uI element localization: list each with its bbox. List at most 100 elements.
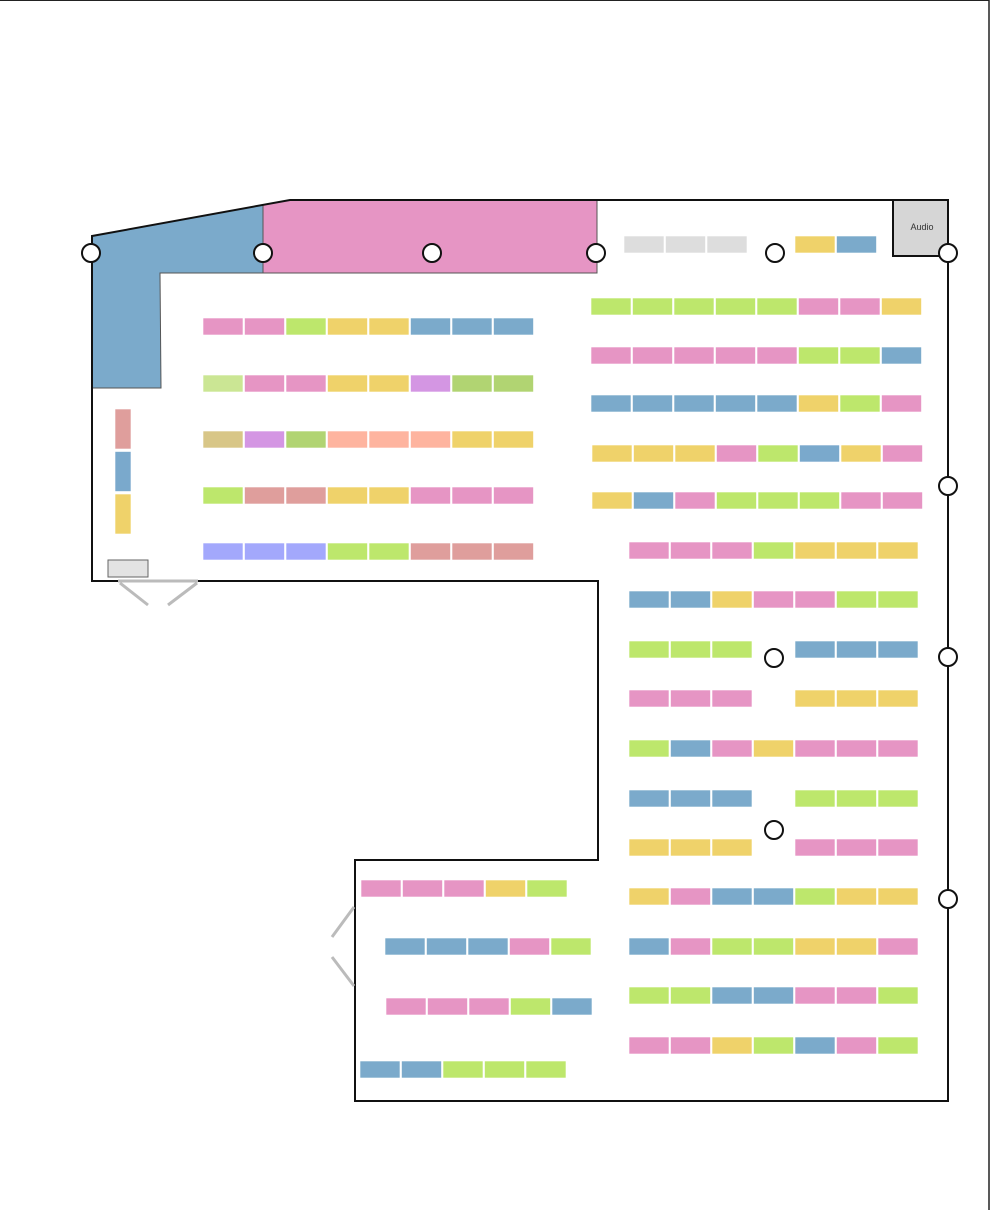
- table-booth[interactable]: [628, 789, 670, 808]
- table-booth[interactable]: [670, 590, 711, 609]
- table-booth[interactable]: [753, 937, 794, 956]
- table-booth-vertical[interactable]: [114, 493, 132, 535]
- table-booth[interactable]: [711, 1036, 753, 1055]
- table-booth[interactable]: [285, 374, 327, 393]
- table-booth[interactable]: [632, 394, 673, 413]
- table-booth[interactable]: [590, 346, 632, 365]
- table-booth[interactable]: [877, 986, 919, 1005]
- table-booth[interactable]: [836, 887, 877, 906]
- table-booth[interactable]: [670, 937, 711, 956]
- table-booth[interactable]: [368, 317, 410, 336]
- table-booth[interactable]: [836, 937, 877, 956]
- table-booth[interactable]: [628, 689, 670, 708]
- table-booth[interactable]: [368, 374, 410, 393]
- table-booth[interactable]: [359, 1060, 401, 1079]
- table-booth[interactable]: [285, 542, 327, 561]
- table-booth[interactable]: [401, 1060, 442, 1079]
- table-booth[interactable]: [670, 739, 711, 758]
- table-booth[interactable]: [753, 541, 794, 560]
- gray-table[interactable]: [623, 235, 665, 254]
- table-booth[interactable]: [410, 374, 451, 393]
- table-booth[interactable]: [716, 444, 757, 463]
- table-booth[interactable]: [443, 879, 485, 898]
- table-booth[interactable]: [711, 541, 753, 560]
- table-booth[interactable]: [360, 879, 402, 898]
- table-booth[interactable]: [384, 937, 426, 956]
- table-booth[interactable]: [202, 430, 244, 449]
- table-booth[interactable]: [385, 997, 427, 1016]
- table-booth[interactable]: [756, 346, 798, 365]
- table-booth[interactable]: [451, 486, 493, 505]
- table-booth[interactable]: [836, 789, 877, 808]
- table-booth[interactable]: [711, 789, 753, 808]
- table-booth[interactable]: [628, 887, 670, 906]
- table-booth[interactable]: [877, 689, 919, 708]
- table-booth[interactable]: [628, 739, 670, 758]
- table-booth[interactable]: [670, 689, 711, 708]
- table-booth[interactable]: [799, 491, 840, 510]
- table-booth[interactable]: [673, 394, 715, 413]
- table-booth[interactable]: [442, 1060, 484, 1079]
- table-booth[interactable]: [836, 235, 877, 254]
- table-booth[interactable]: [202, 542, 244, 561]
- table-booth[interactable]: [715, 297, 756, 316]
- table-booth[interactable]: [753, 986, 794, 1005]
- table-booth[interactable]: [525, 1060, 567, 1079]
- table-booth[interactable]: [877, 640, 919, 659]
- table-booth[interactable]: [628, 590, 670, 609]
- table-booth[interactable]: [794, 887, 836, 906]
- table-booth[interactable]: [711, 986, 753, 1005]
- table-booth[interactable]: [881, 297, 922, 316]
- table-booth[interactable]: [798, 297, 839, 316]
- table-booth[interactable]: [881, 394, 922, 413]
- table-booth[interactable]: [427, 997, 468, 1016]
- table-booth[interactable]: [877, 789, 919, 808]
- blue-zone[interactable]: [91, 204, 264, 389]
- table-booth[interactable]: [877, 1036, 919, 1055]
- table-booth[interactable]: [877, 541, 919, 560]
- gray-counter[interactable]: [107, 559, 149, 578]
- table-booth[interactable]: [798, 394, 839, 413]
- table-booth[interactable]: [794, 590, 836, 609]
- table-booth[interactable]: [402, 879, 443, 898]
- table-booth[interactable]: [877, 590, 919, 609]
- table-booth[interactable]: [836, 1036, 877, 1055]
- table-booth[interactable]: [711, 838, 753, 857]
- table-booth[interactable]: [633, 444, 674, 463]
- table-booth[interactable]: [628, 986, 670, 1005]
- table-booth[interactable]: [632, 346, 673, 365]
- table-booth[interactable]: [670, 838, 711, 857]
- table-booth[interactable]: [877, 887, 919, 906]
- table-booth[interactable]: [451, 430, 493, 449]
- table-booth[interactable]: [468, 997, 510, 1016]
- table-booth[interactable]: [674, 444, 716, 463]
- table-booth[interactable]: [509, 937, 550, 956]
- table-booth[interactable]: [670, 541, 711, 560]
- table-booth[interactable]: [794, 235, 836, 254]
- table-booth[interactable]: [493, 430, 534, 449]
- table-booth[interactable]: [836, 739, 877, 758]
- table-booth[interactable]: [839, 394, 881, 413]
- table-booth[interactable]: [670, 640, 711, 659]
- table-booth[interactable]: [799, 444, 840, 463]
- table-booth[interactable]: [493, 374, 534, 393]
- table-booth[interactable]: [628, 937, 670, 956]
- table-booth[interactable]: [202, 486, 244, 505]
- table-booth[interactable]: [410, 486, 451, 505]
- table-booth[interactable]: [711, 887, 753, 906]
- table-booth[interactable]: [467, 937, 509, 956]
- table-booth[interactable]: [632, 297, 673, 316]
- table-booth[interactable]: [836, 541, 877, 560]
- table-booth[interactable]: [451, 374, 493, 393]
- table-booth[interactable]: [244, 486, 285, 505]
- audio-box[interactable]: [892, 199, 949, 257]
- table-booth[interactable]: [836, 689, 877, 708]
- table-booth[interactable]: [368, 486, 410, 505]
- table-booth[interactable]: [794, 838, 836, 857]
- table-booth[interactable]: [794, 689, 836, 708]
- table-booth[interactable]: [836, 640, 877, 659]
- gray-table[interactable]: [665, 235, 706, 254]
- table-booth[interactable]: [628, 838, 670, 857]
- table-booth[interactable]: [882, 444, 923, 463]
- table-booth[interactable]: [716, 491, 757, 510]
